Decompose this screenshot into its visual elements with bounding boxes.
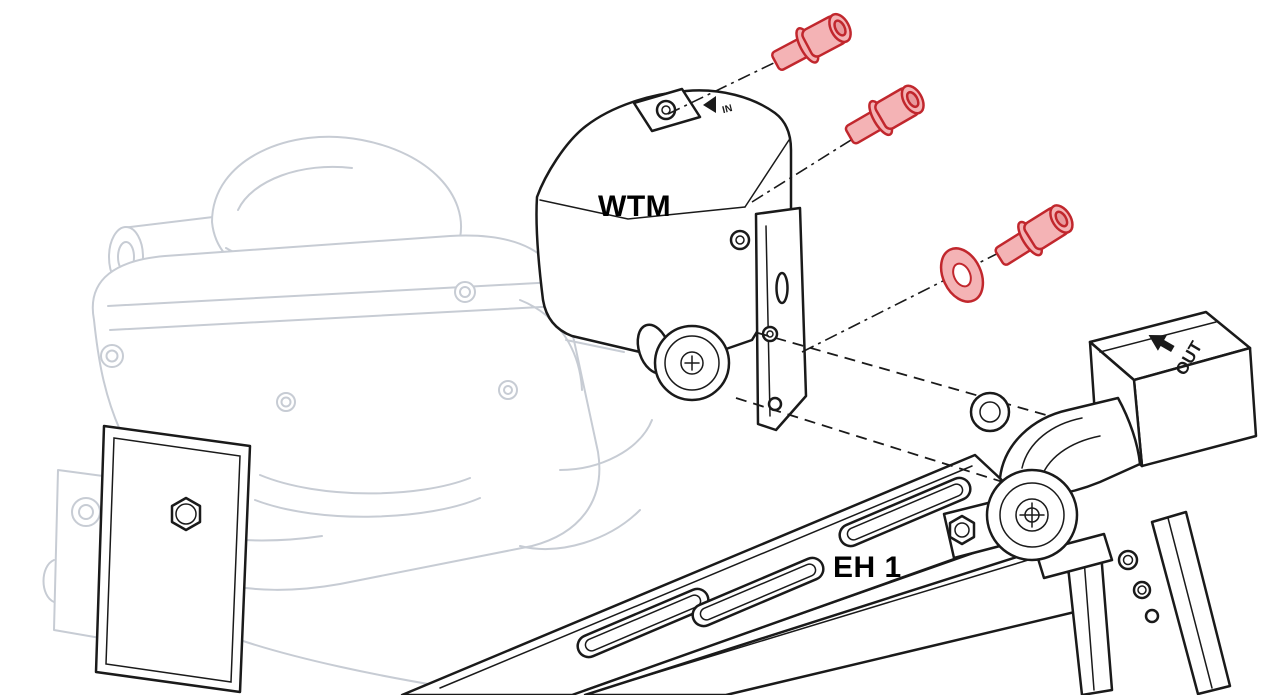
out-arrow-icon bbox=[1148, 335, 1175, 353]
eh1-bracket bbox=[400, 453, 1102, 695]
mounting-screw-2 bbox=[838, 77, 932, 154]
valve-leg-2 bbox=[1150, 510, 1232, 695]
wtm-body bbox=[535, 89, 793, 360]
flange-slot-hole bbox=[775, 271, 789, 305]
mounting-plate bbox=[94, 424, 252, 694]
wtm-module-label: WTM bbox=[598, 190, 672, 223]
bracket-slot-3 bbox=[838, 476, 972, 548]
wtm-module: IN bbox=[535, 87, 808, 432]
in-arrow-icon bbox=[703, 96, 716, 113]
wtm-flange bbox=[754, 206, 808, 432]
flange-hole-1 bbox=[761, 325, 779, 343]
valve-assembly: OUT bbox=[942, 310, 1258, 695]
tab-hole bbox=[655, 99, 677, 121]
valve-hex-bolt-icon bbox=[948, 514, 976, 546]
mounting-screw-3 bbox=[988, 196, 1081, 276]
mounting-screw-1 bbox=[765, 5, 859, 81]
alignment-dashed-lines bbox=[735, 332, 1089, 484]
eh1-bracket-label: EH 1 bbox=[833, 551, 902, 584]
washer bbox=[939, 247, 985, 303]
in-flow-marker: IN bbox=[703, 96, 734, 116]
valve-port bbox=[969, 391, 1011, 433]
module-in-label: IN bbox=[721, 103, 733, 116]
bracket-slot-1 bbox=[576, 587, 710, 659]
face-hole bbox=[729, 229, 751, 251]
bracket-slot-2 bbox=[691, 556, 825, 628]
